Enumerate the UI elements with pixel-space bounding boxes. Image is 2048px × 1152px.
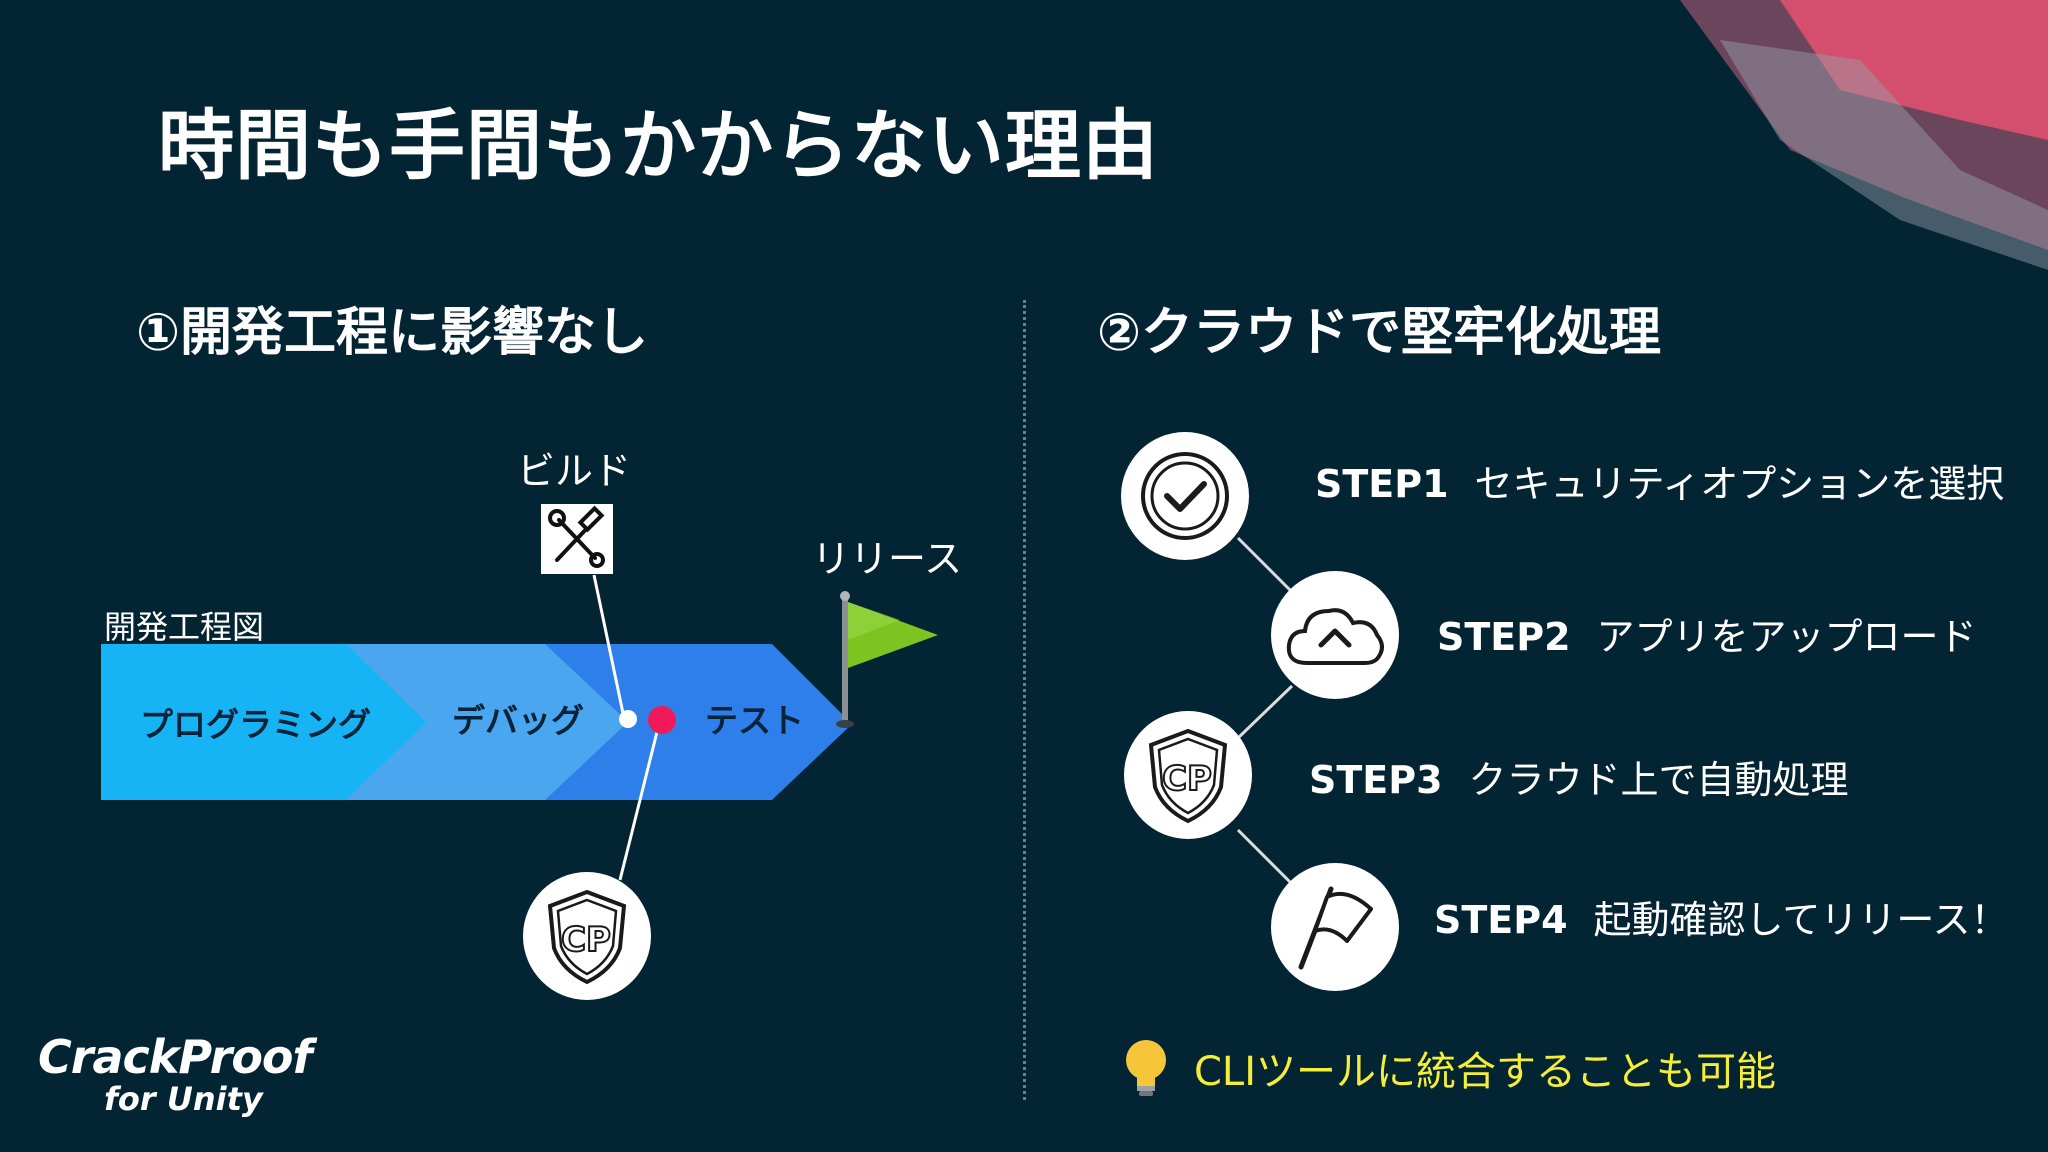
tip-row: CLIツールに統合することも可能	[1120, 1036, 1776, 1100]
hammer-wrench-icon	[541, 504, 613, 574]
cloud-upload-icon	[1271, 571, 1399, 699]
svg-text:CP: CP	[561, 920, 611, 960]
step-key: STEP1	[1315, 462, 1449, 506]
process-label: 開発工程図	[104, 608, 265, 646]
step-1: STEP1 セキュリティオプションを選択	[1315, 453, 2004, 508]
build-connector	[592, 574, 626, 719]
step-3: STEP3 クラウド上で自動処理	[1309, 749, 1849, 804]
decorative-shapes	[1680, 0, 2048, 270]
flag-icon	[1271, 863, 1399, 991]
process-diagram	[101, 574, 938, 881]
stage-debug: デバッグ	[452, 701, 584, 740]
step-text: クラウド上で自動処理	[1468, 758, 1849, 802]
stage-programming: プログラミング	[140, 705, 371, 744]
lightbulb-icon	[1126, 1040, 1166, 1096]
step-text: セキュリティオプションを選択	[1474, 462, 2005, 506]
cp-shield-icon: CP	[1124, 711, 1252, 839]
step-text: 起動確認してリリース！	[1593, 898, 2009, 942]
stage-debug-shape	[345, 644, 628, 800]
svg-text:CP: CP	[1162, 759, 1212, 799]
vertical-divider	[1023, 300, 1026, 1100]
release-label: リリース	[812, 537, 963, 581]
stage-programming-shape	[101, 644, 426, 800]
step-text: アプリをアップロード	[1596, 615, 1977, 659]
build-point	[619, 710, 637, 728]
crackproof-logo: CrackProof for Unity	[38, 1030, 313, 1118]
logo-sub: for Unity	[104, 1080, 263, 1118]
step-key: STEP2	[1437, 615, 1571, 659]
stage-testing: テスト	[705, 701, 804, 740]
step-2: STEP2 アプリをアップロード	[1437, 606, 1977, 661]
step-key: STEP4	[1434, 898, 1568, 942]
protect-point	[648, 706, 676, 734]
build-label: ビルド	[517, 449, 632, 493]
section1-heading: ①開発工程に影響なし	[136, 303, 649, 363]
step-connectors	[1236, 536, 1294, 884]
check-circle-icon	[1121, 432, 1249, 560]
section2-heading: ②クラウドで堅牢化処理	[1097, 303, 1662, 363]
page-title: 時間も手間もかからない理由	[158, 101, 1159, 190]
step-key: STEP3	[1309, 758, 1443, 802]
logo-main: CrackProof	[38, 1030, 313, 1084]
protect-connector	[618, 719, 662, 881]
tip-text: CLIツールに統合することも可能	[1194, 1049, 1777, 1095]
step-4: STEP4 起動確認してリリース！	[1434, 889, 2009, 944]
cp-shield-icon: CP	[523, 872, 651, 1000]
green-flag-icon	[836, 591, 938, 728]
